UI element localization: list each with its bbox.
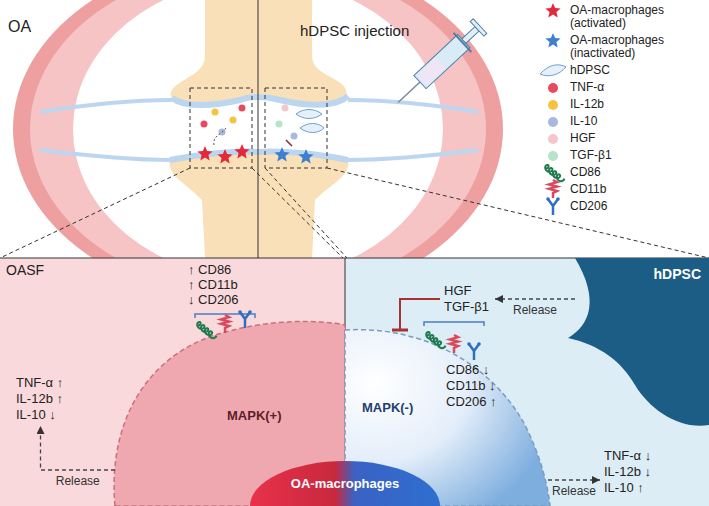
node-text: IL-12b ↑ (16, 391, 65, 407)
legend-text: OA-macrophages (activated) (570, 4, 698, 30)
legend-text: IL-10 (570, 115, 698, 128)
legend-swatch (536, 81, 570, 97)
cytokine-list: TNF-α ↓IL-12b ↓IL-10 ↑ (600, 445, 657, 499)
legend-swatch (536, 149, 570, 165)
hdpsc-cell: hDPSC (575, 262, 705, 332)
legend-dot (548, 100, 558, 110)
legend-item: OA-macrophages (inactivated) (536, 34, 708, 60)
legend-swatch (536, 4, 570, 20)
section-title: hDPSC injection (300, 22, 409, 39)
marker-label: CD206 ↑ (446, 394, 497, 409)
edge-label: Release (550, 484, 598, 498)
marker-label: ↑ CD86 (188, 262, 231, 277)
node-text: hDPSC (654, 266, 701, 282)
panel: OASF MAPK(+) TNF-α ↑IL-12b ↑IL-10 ↓ (0, 258, 345, 506)
knee-illustration (13, 0, 503, 258)
legend-text: TNF-α (570, 81, 698, 94)
node-text: TNF-α ↑ (16, 375, 65, 391)
legend-swatch (536, 166, 570, 182)
legend-dot (548, 83, 558, 93)
legend-text: CD11b (570, 183, 698, 196)
legend-dot (548, 151, 558, 161)
release-arrow (41, 426, 116, 470)
node-text: IL-10 ↓ (16, 407, 65, 423)
marker-label: ↓ CD206 (188, 292, 239, 307)
node-text: MAPK(+) (227, 408, 345, 423)
legend-item: HGF (536, 132, 708, 148)
release-arrow (495, 298, 575, 299)
section-title: OA (8, 18, 31, 36)
cd11b-symbol (549, 180, 557, 198)
node-text: OASF (6, 262, 339, 278)
cd86-symbol (197, 322, 216, 338)
factor-list: HGFTGF-β1 (440, 280, 495, 318)
cd206-symbol (548, 199, 558, 215)
macrophage-star (197, 146, 212, 160)
legend-item: IL-12b (536, 98, 708, 114)
marker-label: ↑ CD11b (188, 277, 238, 292)
release-arrow (548, 479, 600, 480)
legend-item: TNF-α (536, 81, 708, 97)
legend-item: hDPSC (536, 64, 708, 80)
macrophage-star (217, 149, 232, 163)
nucleus: OA-macrophages (255, 472, 435, 498)
edge-label: Release (54, 474, 102, 488)
node-text: TNF-α ↓ (604, 448, 653, 464)
cd11b-symbol (450, 335, 458, 353)
legend-swatch (536, 183, 570, 199)
legend-dot (548, 134, 558, 144)
marker-label: CD11b ↓ (446, 378, 496, 393)
macrophage-star (274, 147, 289, 161)
legend-text: IL-12b (570, 98, 698, 111)
cd86-symbol (545, 165, 564, 181)
macrophage-star (545, 3, 560, 17)
legend-item: OA-macrophages (activated) (536, 4, 708, 30)
legend-swatch (536, 132, 570, 148)
node-text: IL-12b ↓ (604, 464, 653, 480)
legend-item: CD11b (536, 183, 708, 199)
node-text: OA-macrophages (291, 476, 399, 491)
legend-swatch (536, 115, 570, 131)
legend-text: CD86 (570, 166, 698, 179)
legend-text: CD206 (570, 200, 698, 213)
cd86-symbol (426, 332, 445, 348)
legend-text: hDPSC (570, 64, 698, 77)
legend-dot (548, 117, 558, 127)
legend-item: CD86 (536, 166, 708, 182)
legend-swatch (536, 34, 570, 50)
edge-label: Release (511, 303, 559, 317)
legend-item: TGF-β1 (536, 149, 708, 165)
cd206-symbol (469, 344, 479, 360)
cd11b-symbol (221, 315, 229, 333)
node-text: IL-10 ↑ (604, 480, 653, 496)
cd206-symbol (240, 312, 250, 328)
hdpsc-symbol (540, 65, 566, 76)
macrophage-star (298, 149, 313, 163)
cytokine-list: TNF-α ↑IL-12b ↑IL-10 ↓ (12, 372, 69, 426)
legend-item: IL-10 (536, 115, 708, 131)
zoom-contents (201, 105, 325, 147)
legend-text: OA-macrophages (inactivated) (570, 34, 698, 60)
legend-item: CD206 (536, 200, 708, 216)
legend-swatch (536, 98, 570, 114)
node-text: HGF (444, 283, 491, 299)
inhibition-line (400, 299, 440, 330)
legend-text: TGF-β1 (570, 149, 698, 162)
legend-swatch (536, 200, 570, 216)
macrophage-star (234, 144, 249, 158)
legend-text: HGF (570, 132, 698, 145)
marker-label: CD86 ↓ (446, 362, 489, 377)
macrophage-star (545, 33, 560, 47)
node-text: TGF-β1 (444, 299, 491, 315)
legend-swatch (536, 64, 570, 80)
